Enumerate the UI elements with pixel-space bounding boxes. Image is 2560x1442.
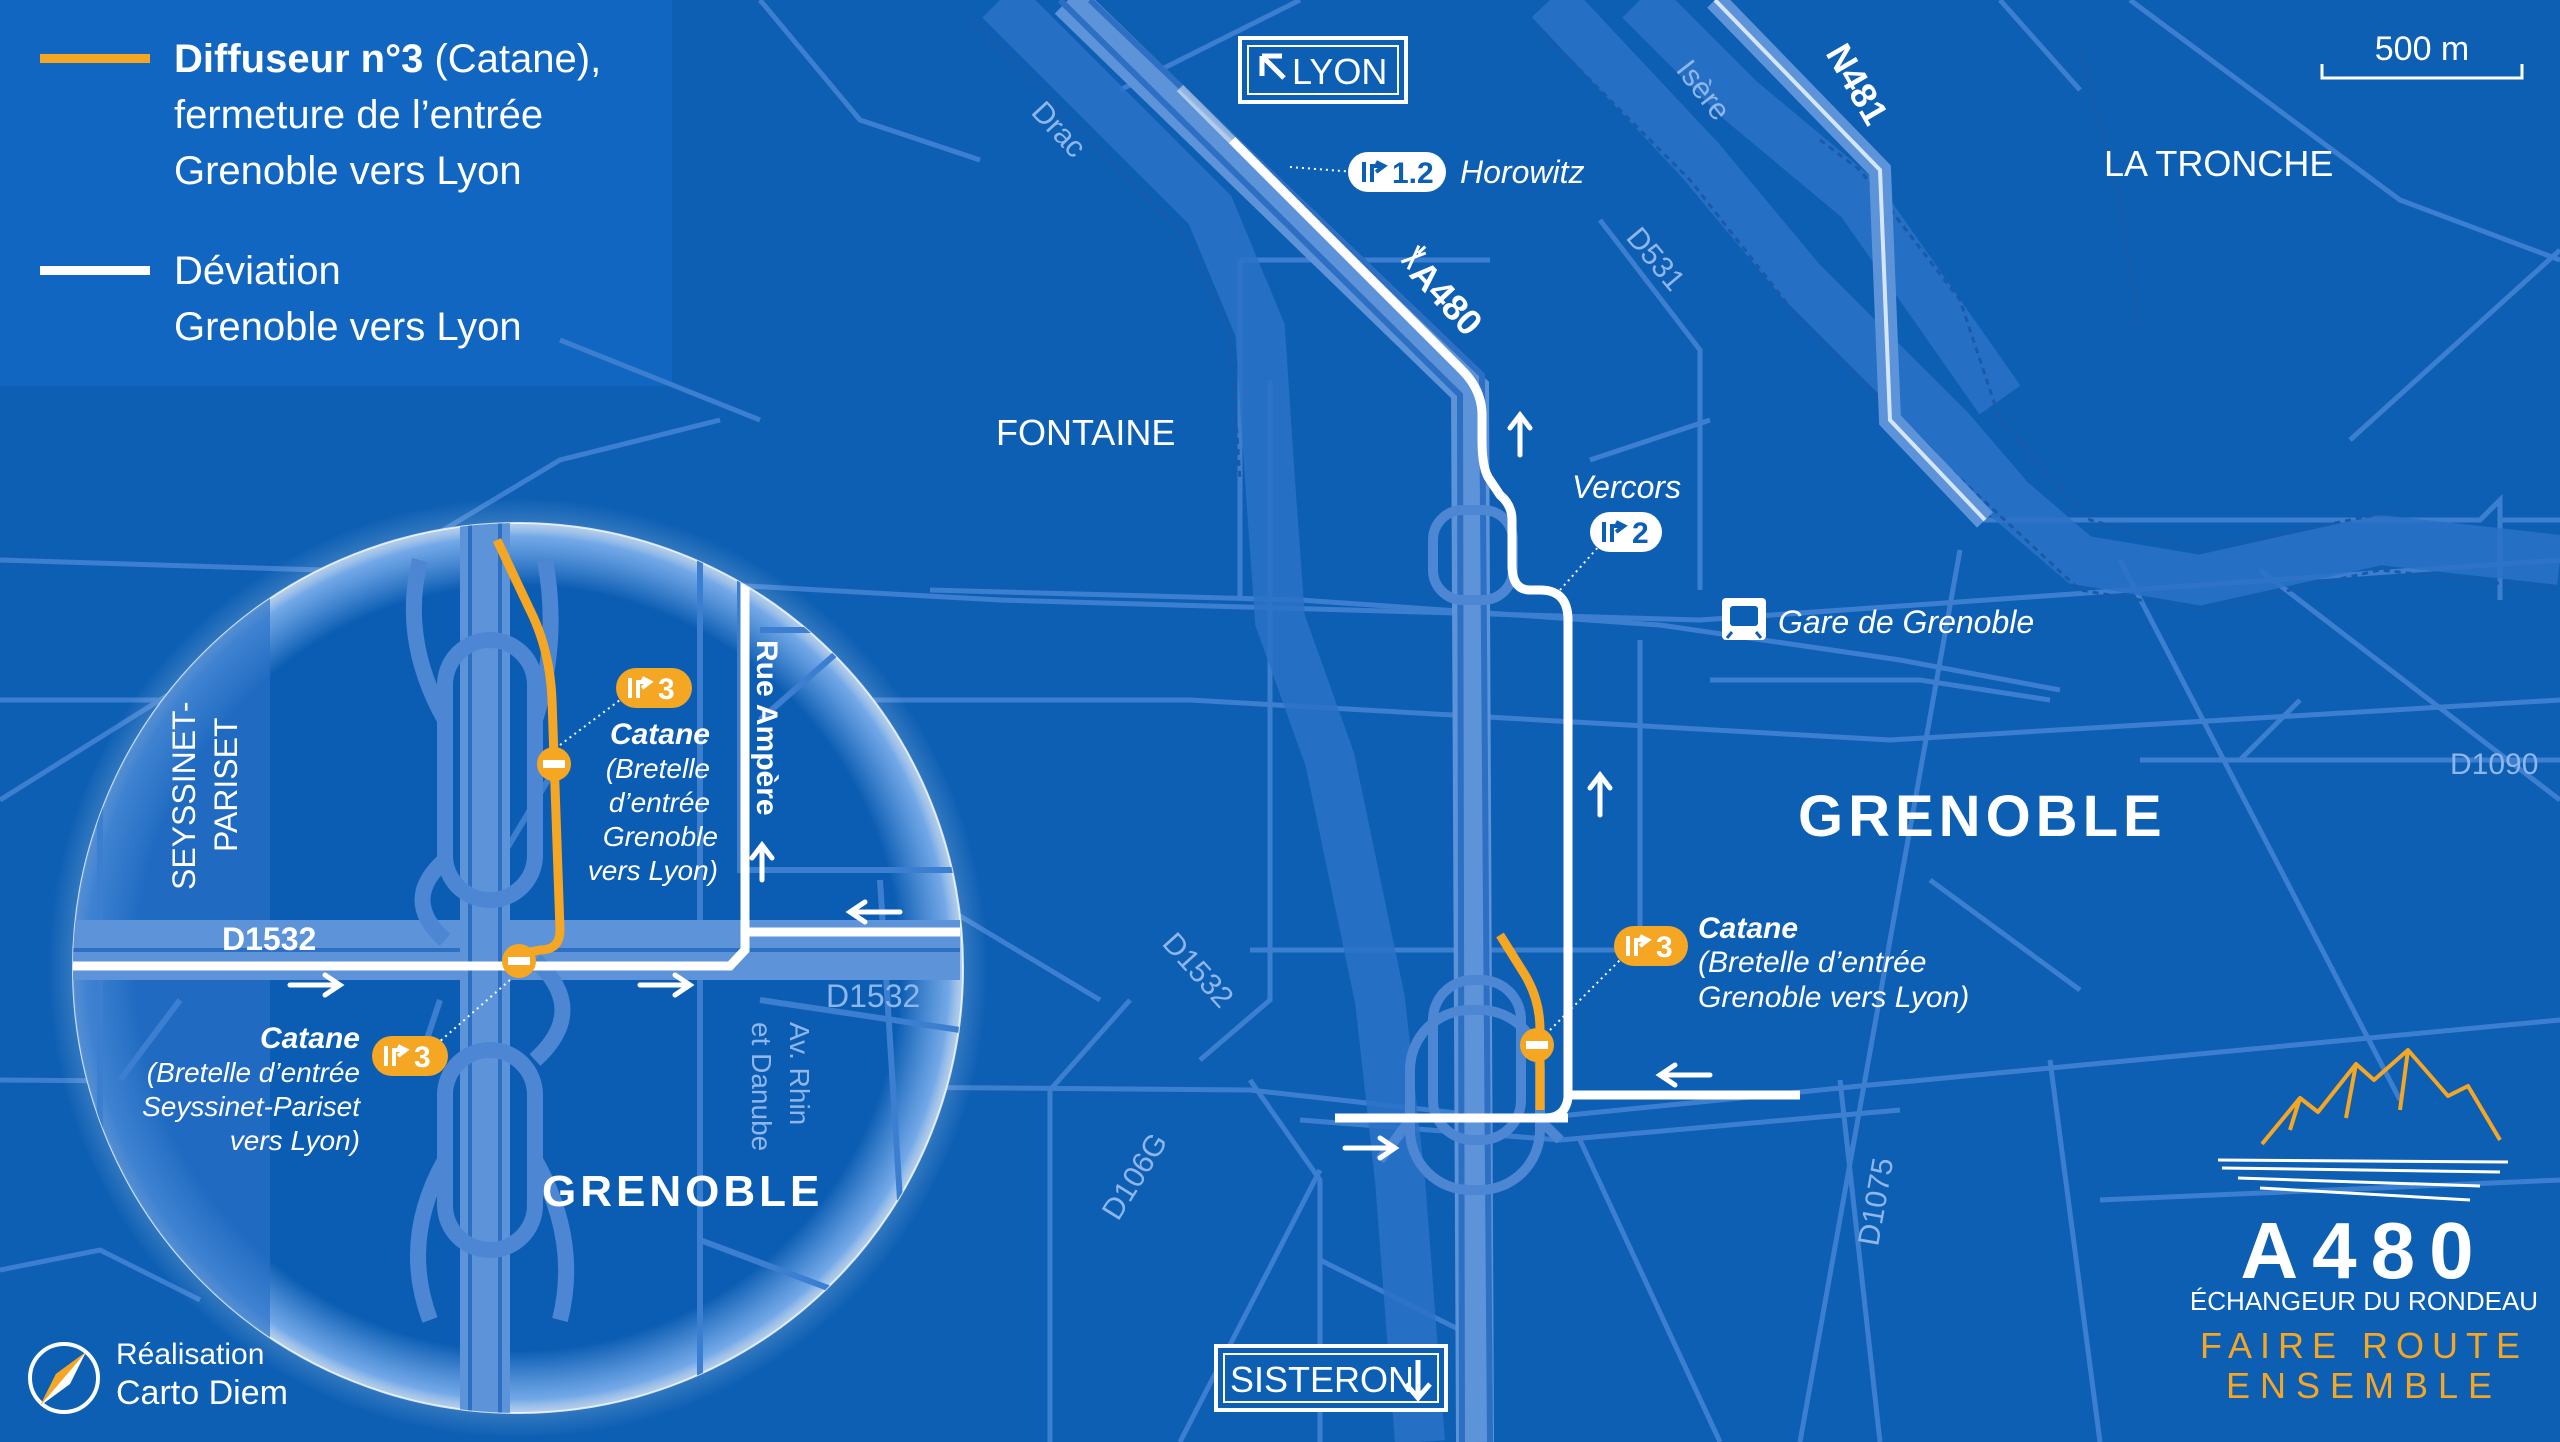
exit-desc1-catane-main: (Bretelle d’entrée bbox=[1698, 946, 1926, 979]
sisteron-sign: SISTERON bbox=[1214, 1344, 1448, 1412]
arrow-up-left-icon bbox=[1259, 53, 1286, 80]
exit-desc1-catane-inset-a: (Bretelle bbox=[606, 753, 710, 784]
legend-closure-rest: (Catane), bbox=[423, 37, 601, 81]
rue-ampere-label: Rue Ampère bbox=[750, 640, 783, 816]
river-banks bbox=[968, 18, 2560, 612]
exit-badge-catane-inset-b: 3 bbox=[372, 1036, 448, 1076]
inset-closure-ramp bbox=[492, 538, 565, 960]
brand-mountain-logo bbox=[2260, 1048, 2502, 1146]
brand-road-lines bbox=[2217, 1158, 2509, 1202]
exit-desc2-catane-inset-a: d’entrée bbox=[609, 787, 710, 818]
exit-desc1-catane-inset-b: (Bretelle d’entrée bbox=[147, 1057, 360, 1088]
legend-panel bbox=[0, 0, 672, 386]
place-seyssinet-2: PARISET bbox=[208, 717, 244, 852]
exit-desc2-catane-main: Grenoble vers Lyon) bbox=[1698, 981, 1969, 1014]
arrow-down-icon bbox=[1404, 1360, 1432, 1402]
exit-desc3-catane-inset-b: vers Lyon) bbox=[230, 1125, 360, 1156]
d1532-inset-label: D1532 bbox=[222, 921, 316, 957]
motorway-icon bbox=[1400, 245, 1427, 270]
exit-name-horowitz: Horowitz bbox=[1460, 154, 1584, 190]
legend-closure-title: Diffuseur n°3 bbox=[174, 37, 423, 81]
exit-number-catane-inset-a: 3 bbox=[658, 673, 675, 706]
place-seyssinet-1: SEYSSINET- bbox=[166, 702, 202, 891]
legend-closure-line3: Grenoble vers Lyon bbox=[174, 149, 522, 193]
exit-badge-catane-main: 3 bbox=[1614, 926, 1688, 966]
place-la-tronche: LA TRONCHE bbox=[2104, 143, 2333, 184]
credit-line1: Réalisation bbox=[116, 1338, 264, 1371]
exit-badge-horowitz: 1.2 bbox=[1348, 152, 1446, 192]
exit-number-catane-main: 3 bbox=[1656, 931, 1673, 964]
place-grenoble-inset: GRENOBLE bbox=[542, 1167, 823, 1216]
d1090-label: D1090 bbox=[2450, 748, 2538, 781]
svg-text:Diffuseur n°3 (Catane),: Diffuseur n°3 (Catane), bbox=[174, 37, 601, 81]
exit-icon bbox=[628, 676, 654, 698]
exit-name-catane-inset-b: Catane bbox=[260, 1022, 360, 1055]
exit-desc2-catane-inset-b: Seyssinet-Pariset bbox=[142, 1091, 361, 1122]
lyon-sign: LYON bbox=[1238, 36, 1408, 104]
closure-symbol-main bbox=[1520, 1028, 1554, 1062]
scale-label: 500 m bbox=[2375, 30, 2470, 68]
exit-desc3-catane-inset-a: Grenoble bbox=[603, 821, 718, 852]
closure-symbol-inset-a bbox=[537, 747, 571, 781]
compass-logo bbox=[28, 1342, 100, 1414]
n481-motorway bbox=[1707, 0, 1993, 528]
exit-icon bbox=[1602, 520, 1628, 542]
exit-desc4-catane-inset-a: vers Lyon) bbox=[588, 855, 718, 886]
legend-detour-line2: Grenoble vers Lyon bbox=[174, 305, 522, 349]
exit-name-catane-main: Catane bbox=[1698, 912, 1798, 945]
brand-title: A480 bbox=[2240, 1206, 2487, 1295]
legend-detour-line1: Déviation bbox=[174, 249, 341, 293]
legend-closure-swatch bbox=[40, 54, 150, 63]
exit-name-vercors: Vercors bbox=[1572, 469, 1681, 505]
leader-lines bbox=[429, 166, 1641, 1051]
exit-badge-catane-inset-a: 3 bbox=[616, 668, 692, 708]
closure-symbol-inset-b bbox=[502, 944, 536, 978]
brand-tagline-2: ENSEMBLE bbox=[2226, 1365, 2502, 1406]
place-gare: Gare de Grenoble bbox=[1778, 604, 2034, 640]
brand-tagline-1: FAIRE ROUTE bbox=[2200, 1325, 2528, 1366]
train-station-icon bbox=[1722, 598, 1766, 640]
exit-number-vercors: 2 bbox=[1632, 517, 1649, 550]
exit-icon bbox=[1362, 160, 1388, 182]
av-rhin-label-2: et Danube bbox=[746, 1022, 777, 1151]
d1532-inset-right-label: D1532 bbox=[826, 978, 920, 1014]
exit-badge-vercors: 2 bbox=[1590, 512, 1662, 552]
lyon-sign-label: LYON bbox=[1292, 51, 1387, 92]
place-grenoble: GRENOBLE bbox=[1798, 784, 2167, 849]
exit-icon bbox=[1626, 934, 1652, 956]
sisteron-sign-label: SISTERON bbox=[1230, 1359, 1414, 1400]
scale-bar bbox=[2320, 64, 2524, 80]
detour-fade-lyon bbox=[1176, 84, 1236, 144]
av-rhin-label-1: Av. Rhin bbox=[784, 1022, 815, 1125]
legend-closure-line2: fermeture de l’entrée bbox=[174, 93, 543, 137]
place-fontaine: FONTAINE bbox=[996, 412, 1175, 453]
detour-route bbox=[1228, 136, 1573, 1123]
exit-icon bbox=[384, 1044, 410, 1066]
exit-name-catane-inset-a: Catane bbox=[610, 718, 710, 751]
inset-detour-route bbox=[73, 560, 750, 971]
exit-number-horowitz: 1.2 bbox=[1392, 157, 1434, 190]
brand-subtitle: ÉCHANGEUR DU RONDEAU bbox=[2190, 1286, 2538, 1316]
exit-number-catane-inset-b: 3 bbox=[414, 1041, 431, 1074]
legend-detour-swatch bbox=[40, 266, 150, 275]
credit-line2: Carto Diem bbox=[116, 1374, 288, 1412]
direction-arrows bbox=[1342, 410, 1713, 1161]
